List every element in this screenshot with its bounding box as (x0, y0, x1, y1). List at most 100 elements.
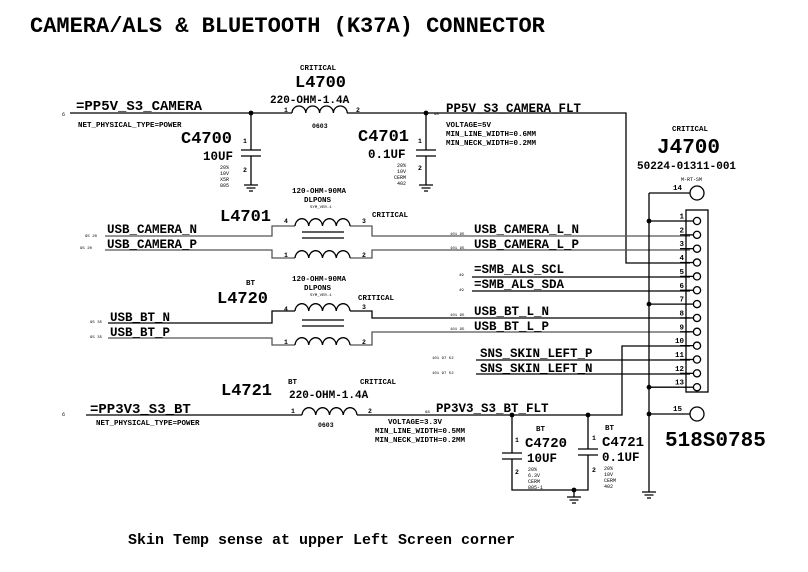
pin-label: 1 (284, 107, 288, 114)
pin-11 (692, 355, 702, 364)
net-pp3v3-s3-bt: =PP3V3_S3_BT (90, 402, 191, 418)
capacitor-value: 10UF (203, 150, 233, 164)
inductor-ref: L4701 (220, 208, 271, 227)
pin-4 (692, 258, 702, 267)
inductor-ref: L4721 (221, 382, 272, 401)
pin-label: 7 (679, 297, 684, 305)
net-pp3v3-s3-bt-flt: PP3V3_S3_BT_FLT (436, 402, 549, 416)
pin-label: 2 (362, 339, 366, 346)
net-ref: 95 20 (85, 235, 98, 239)
inductor-package: 0603 (318, 422, 334, 429)
pin-label: 10 (675, 338, 685, 346)
als-signals: 49 =SMB_ALS_SCL 49 =SMB_ALS_SDA (459, 263, 690, 293)
critical-label: CRITICAL (358, 295, 395, 303)
connector-package: M-RT-SM (681, 177, 702, 183)
bt-label: BT (605, 425, 615, 433)
pin-13 (692, 382, 702, 392)
net-pp5v-s3-camera: =PP5V_S3_CAMERA (76, 99, 203, 115)
cap-spec: CERM (528, 479, 540, 485)
pin-label: 4 (679, 255, 684, 263)
pin-label: 3 (362, 218, 366, 225)
cap-spec: 805-1 (528, 485, 543, 491)
usb-bt-filter: BT L4720 120-OHM-90MA DLPONS SYM_VER-1 C… (90, 276, 690, 346)
sheet-title: CAMERA/ALS & BLUETOOTH (K37A) CONNECTOR (30, 14, 546, 39)
pin-label: 3 (362, 304, 366, 311)
pin-label: 9 (679, 324, 684, 332)
net-ref: 101 95 (450, 247, 465, 251)
pin-label: 11 (675, 352, 685, 360)
net-ref: 101 97 52 (432, 357, 454, 361)
pin-7 (692, 299, 702, 309)
pin-label: 4 (284, 306, 288, 313)
pin-5 (692, 272, 702, 281)
critical-label: CRITICAL (360, 379, 397, 387)
pin-label: 2 (515, 469, 519, 476)
net-usb-bt-n: USB_BT_N (110, 311, 170, 325)
net-ref: 95 20 (80, 247, 93, 251)
net-usb-camera-l-n: USB_CAMERA_L_N (474, 223, 579, 237)
critical-label: CRITICAL (300, 65, 337, 73)
net-smb-als-sda: =SMB_ALS_SDA (474, 278, 565, 292)
net-usb-camera-p: USB_CAMERA_P (107, 238, 197, 252)
pin-14-mount (689, 185, 705, 201)
cap-spec: 805 (220, 183, 229, 189)
pin-label: 2 (418, 165, 422, 172)
critical-label: CRITICAL (372, 212, 409, 220)
net-ref: 95 35 (90, 336, 103, 340)
capacitor-ref: C4701 (358, 128, 409, 147)
pin-label: 1 (592, 435, 596, 442)
pin-label: 8 (679, 310, 684, 318)
pin-1 (692, 216, 702, 226)
connector-ref: J4700 (657, 137, 720, 160)
cap-spec: 402 (397, 181, 406, 187)
net-property: NET_PHYSICAL_TYPE=POWER (78, 122, 182, 130)
pin-label: 4 (284, 218, 288, 225)
capacitor-c4700 (241, 113, 261, 192)
pin-9 (692, 327, 702, 337)
pin-label: 1 (679, 214, 684, 222)
net-property: VOLTAGE=3.3V (388, 419, 443, 427)
net-property: MIN_NECK_WIDTH=0.2MM (446, 140, 537, 148)
net-ref: 98 (425, 411, 430, 415)
inductor-value: 220-OHM-1.4A (270, 95, 350, 107)
pin-label: 12 (675, 366, 685, 374)
net-usb-bt-l-n: USB_BT_L_N (474, 305, 549, 319)
pin-2 (692, 230, 702, 240)
net-property: VOLTAGE=5V (446, 122, 492, 130)
net-ref: 101 97 52 (432, 372, 454, 376)
capacitor-ref: C4720 (525, 436, 567, 452)
bt-power-section: L4721 BT 220-OHM-1.4A CRITICAL 6 =PP3V3_… (62, 345, 690, 504)
net-ref: 6 (62, 412, 65, 418)
bt-label: BT (246, 280, 256, 288)
capacitor-value: 0.1UF (368, 148, 406, 162)
pin-label: 3 (679, 241, 684, 249)
pin-10 (692, 341, 702, 350)
net-property: MIN_LINE_WIDTH=0.5MM (375, 428, 466, 436)
pin-label: 6 (679, 283, 684, 291)
cap-spec: 20% (604, 466, 613, 472)
cap-spec: 6.3V (528, 473, 540, 479)
net-usb-camera-l-p: USB_CAMERA_L_P (474, 238, 579, 252)
net-property: NET_PHYSICAL_TYPE=POWER (96, 420, 200, 428)
inductor-sym: SYM_VER-1 (310, 294, 332, 298)
cap-spec: 20% (220, 165, 229, 171)
pin-3 (692, 244, 702, 253)
cap-spec: X5R (220, 177, 229, 183)
pin-6 (692, 285, 702, 295)
capacitor-ref: C4721 (602, 435, 644, 451)
pin-label: 1 (284, 252, 288, 259)
net-ref: 98 (434, 113, 439, 117)
bt-label: BT (536, 426, 546, 434)
inductor-value: 120-OHM-90MA (292, 188, 347, 196)
pin-label: 13 (675, 380, 685, 388)
inductor-ref: L4720 (217, 290, 268, 309)
net-ref: 101 95 (450, 233, 465, 237)
pin-label: 1 (515, 437, 519, 444)
pin-label: 2 (679, 227, 684, 235)
connector-part-number: 50224-01311-001 (637, 161, 736, 173)
inductor-value: 220-OHM-1.4A (289, 390, 369, 402)
inductor-value: 120-OHM-90MA (292, 276, 347, 284)
net-pp5v-s3-camera-flt: PP5V_S3_CAMERA_FLT (446, 102, 582, 116)
net-ref: 95 35 (90, 321, 103, 325)
capacitor-c4701 (416, 113, 436, 192)
